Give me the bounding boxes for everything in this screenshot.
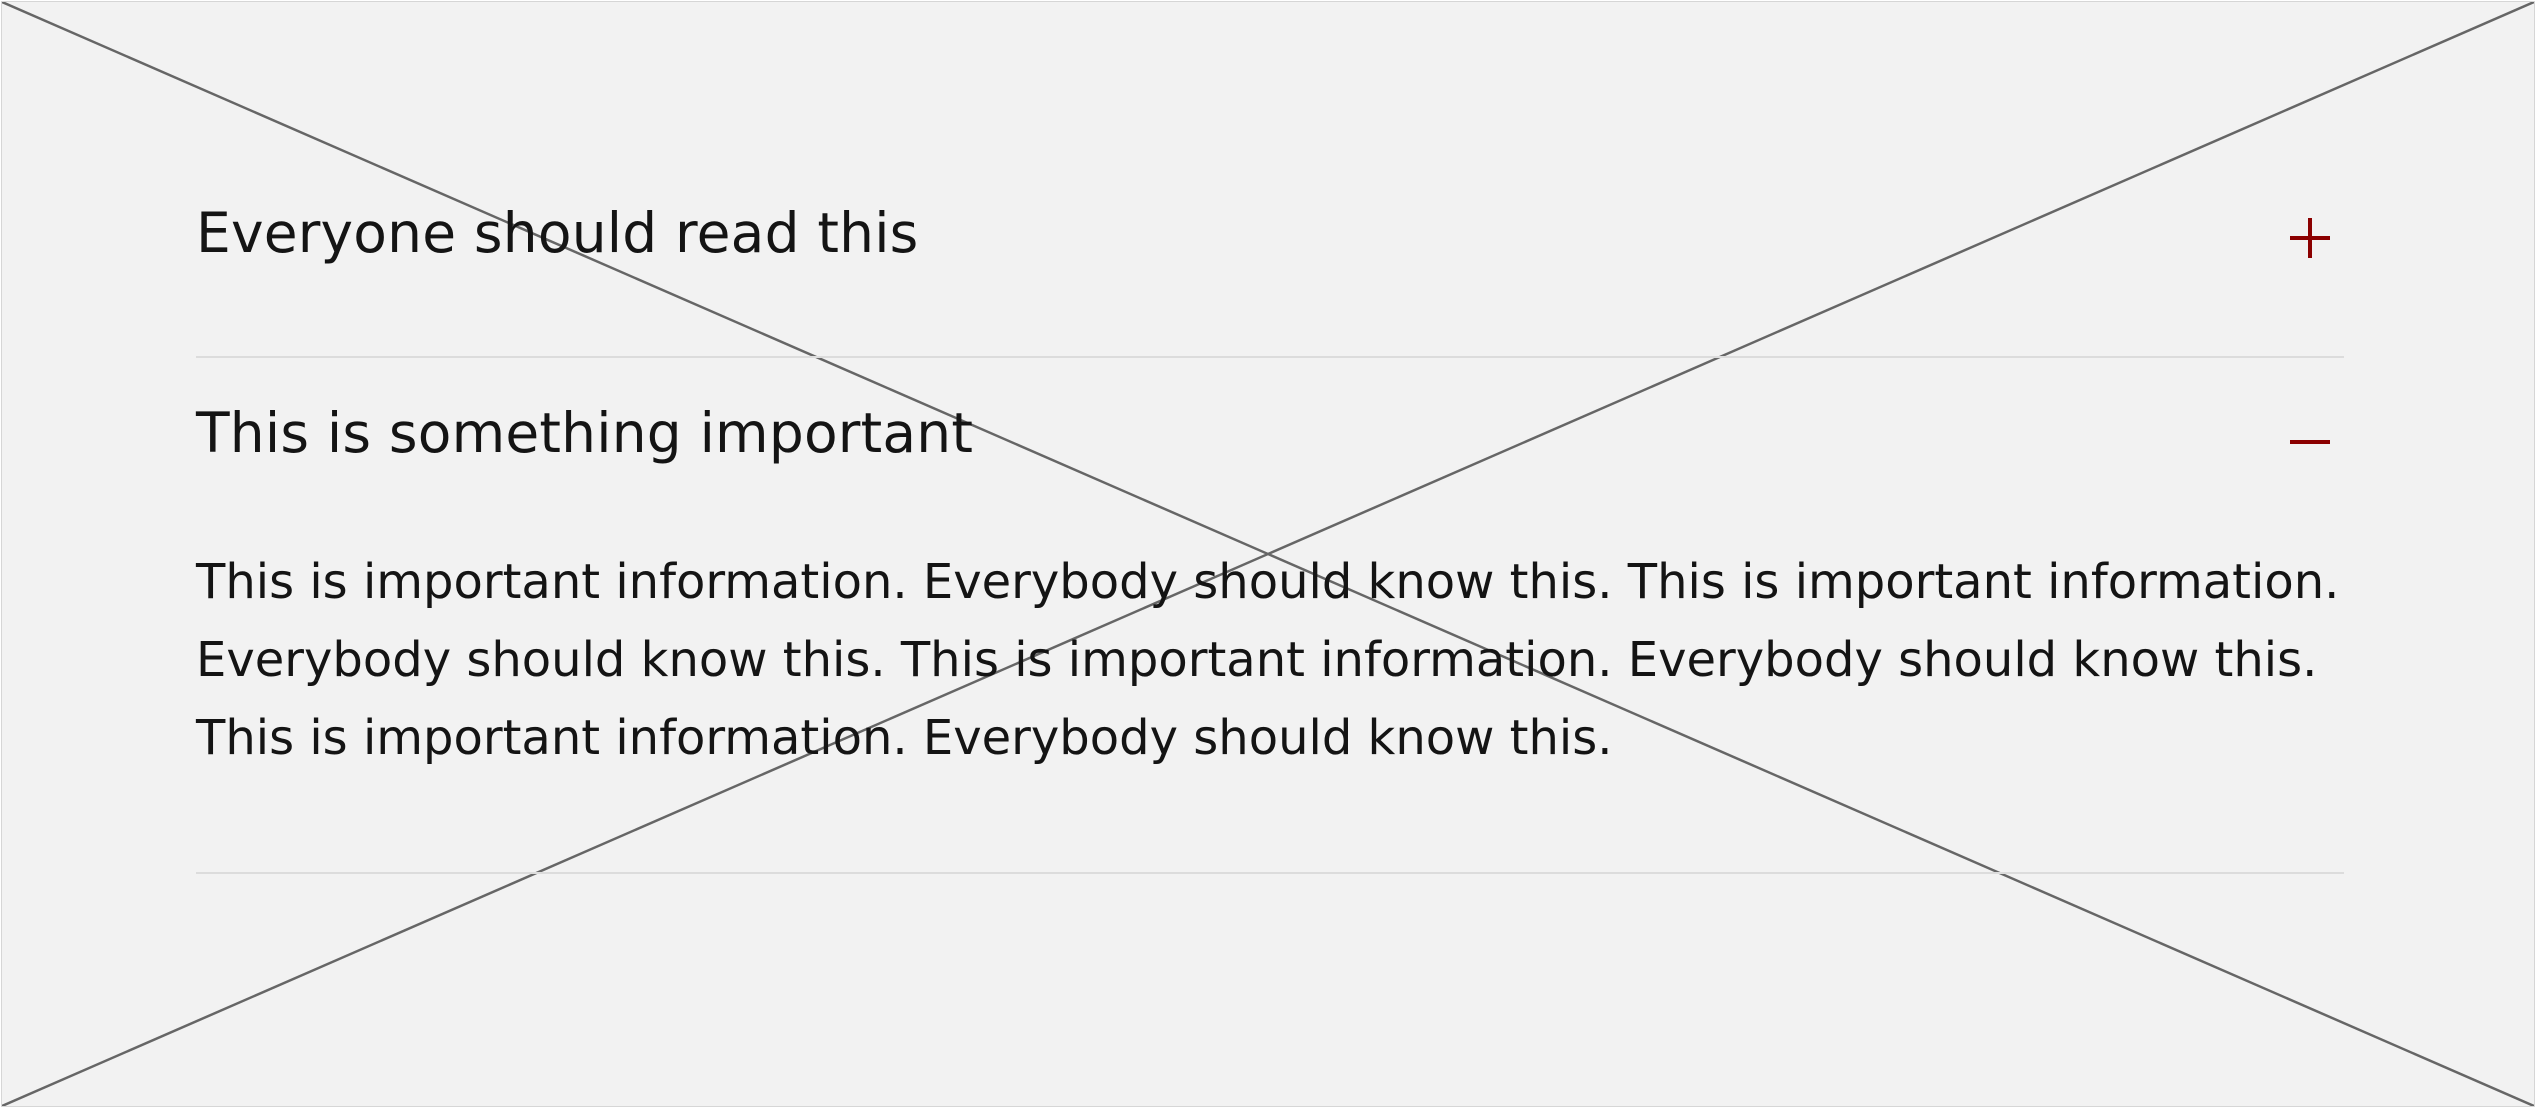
- divider: [196, 356, 2344, 358]
- divider: [196, 872, 2344, 874]
- accordion-content: This is important information. Everybody…: [196, 554, 2340, 766]
- accordion-item: Everyone should read this: [196, 126, 2344, 358]
- accordion-title: Everyone should read this: [196, 201, 919, 265]
- accordion-title: This is something important: [196, 401, 974, 465]
- plus-icon[interactable]: [2288, 216, 2332, 260]
- accordion-header-everyone[interactable]: Everyone should read this: [196, 126, 2344, 356]
- minus-icon[interactable]: [2288, 420, 2332, 464]
- accordion: Everyone should read this This is someth…: [196, 126, 2344, 874]
- accordion-item: This is something important This is impo…: [196, 358, 2344, 874]
- accordion-header-important[interactable]: This is something important: [196, 358, 2344, 461]
